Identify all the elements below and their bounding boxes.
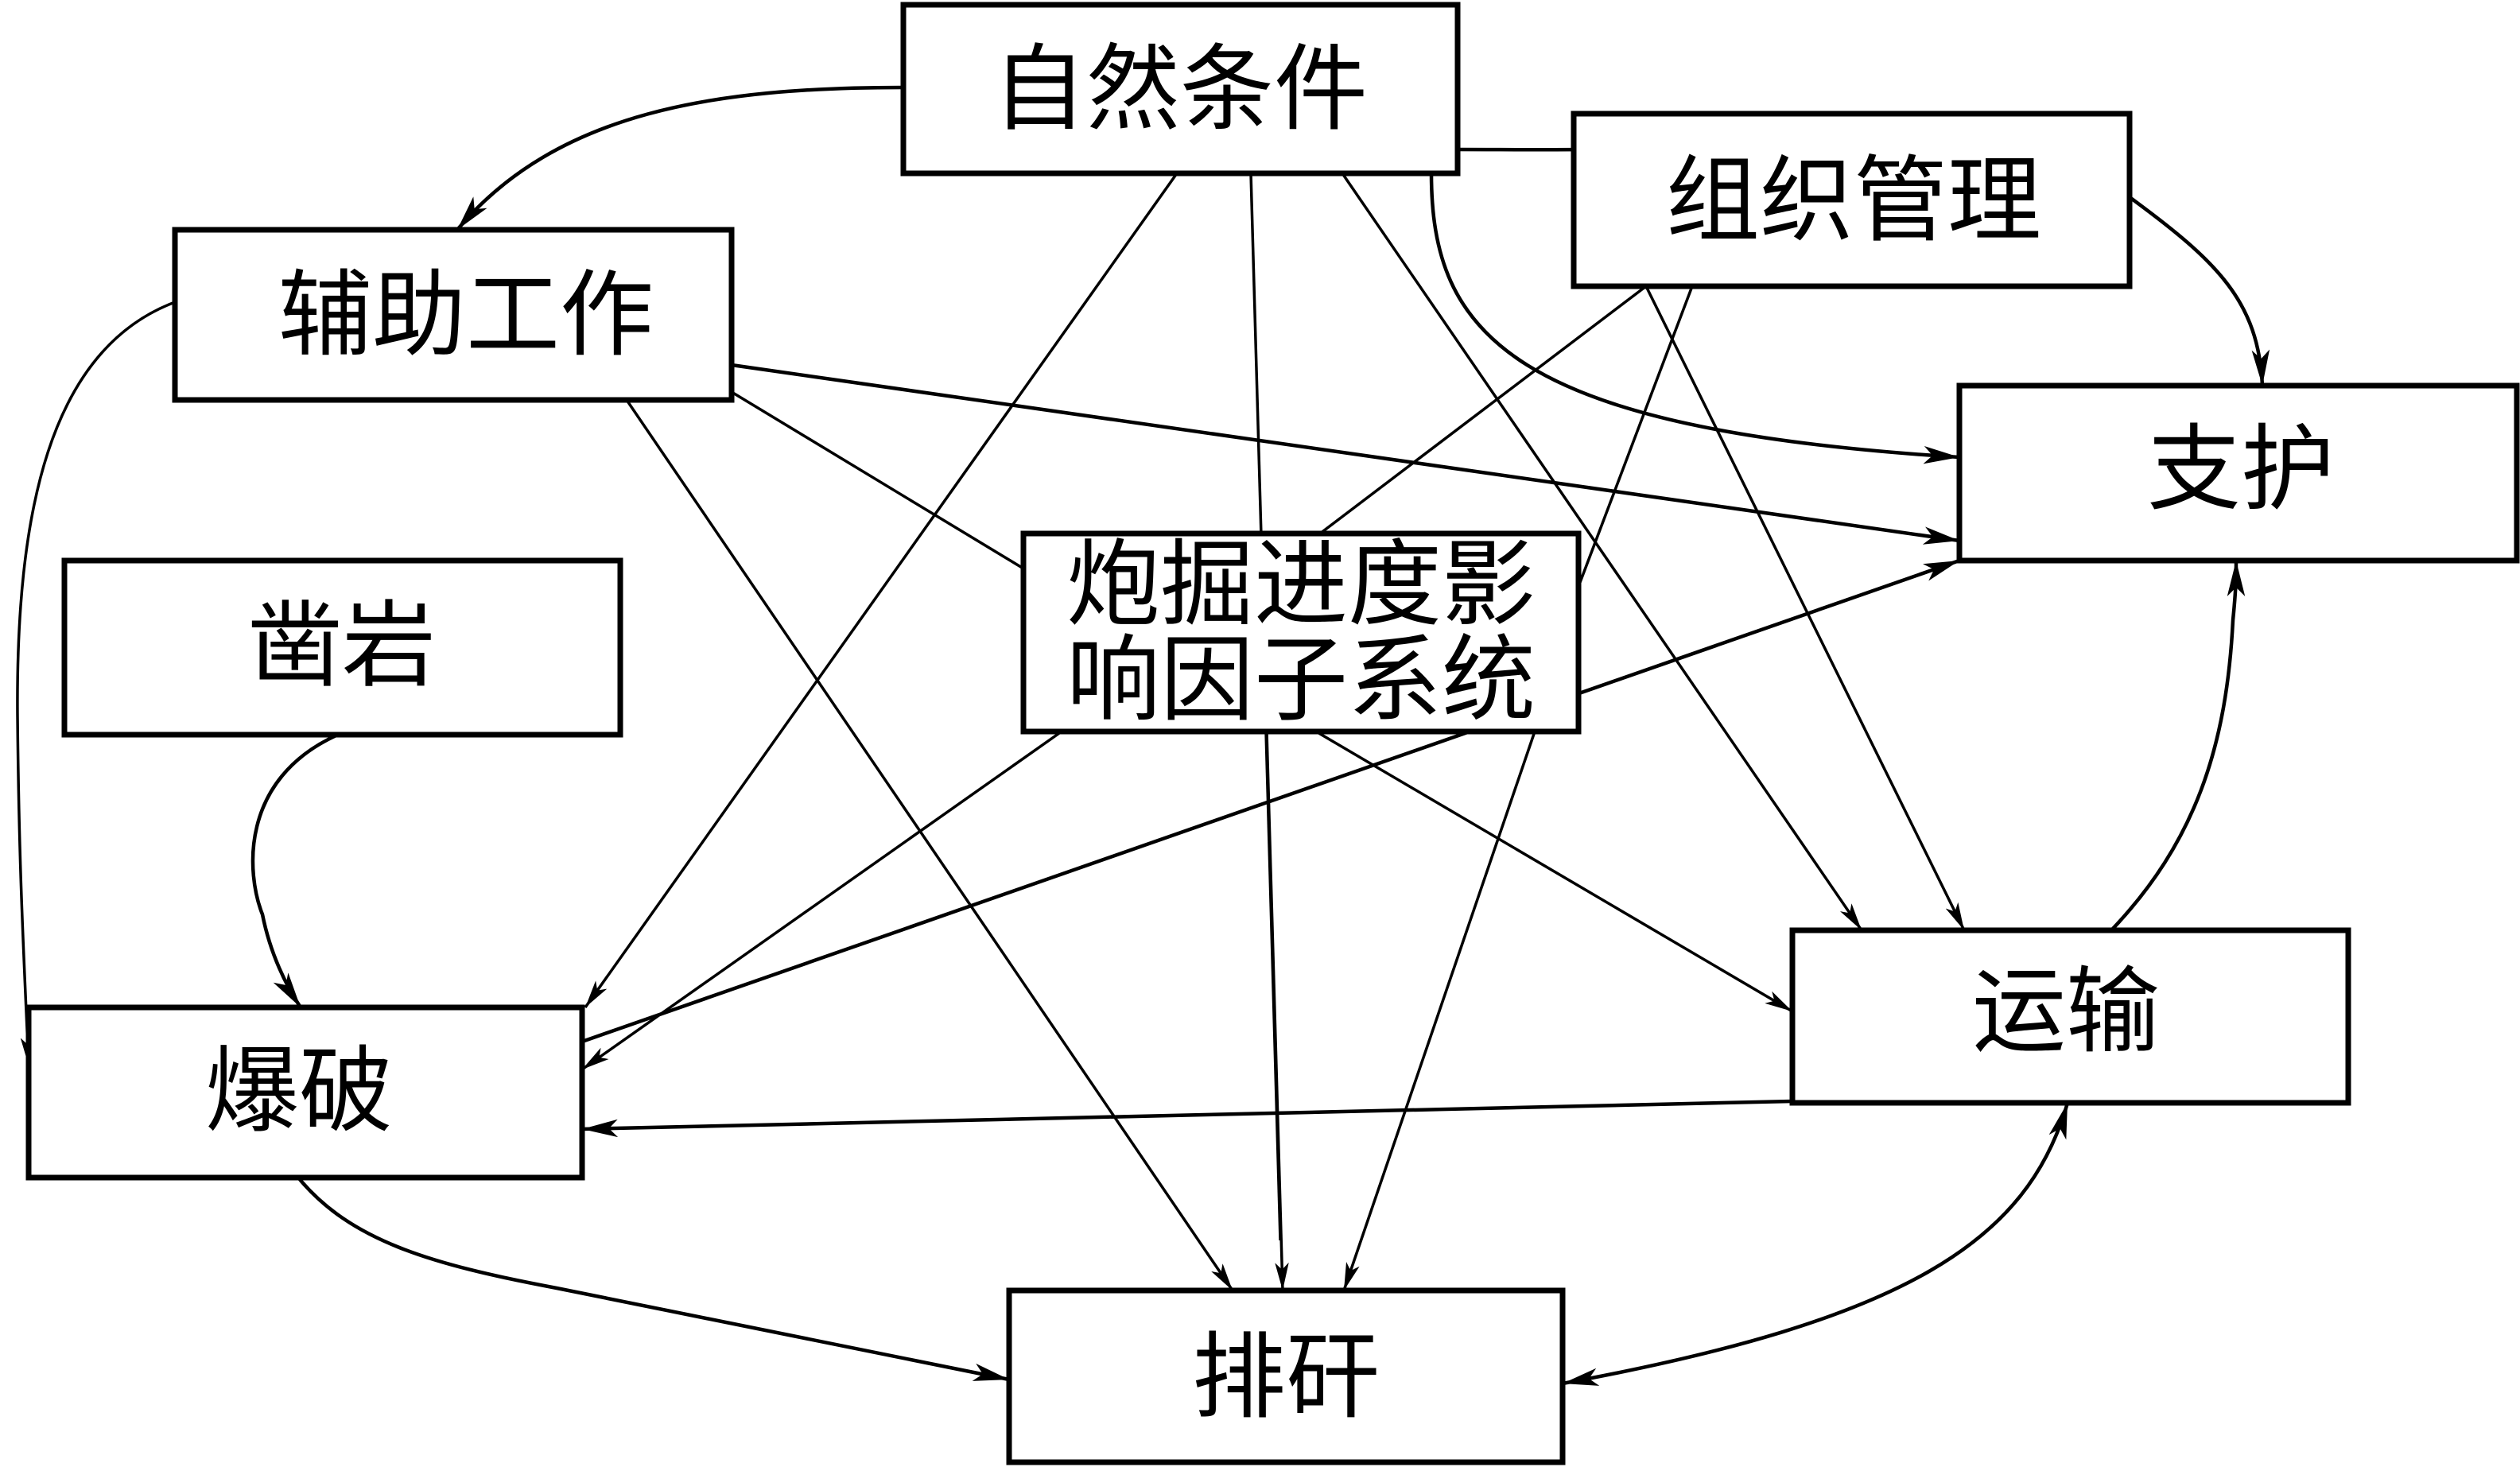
edge-transport-to-blasting: [581, 1099, 1793, 1138]
node-box: [1789, 927, 2351, 1106]
node-box: [61, 557, 623, 738]
node-auxiliary-work: 辅助工作: [172, 227, 735, 403]
edge-transport-muck-bidirectional: [1562, 1102, 2070, 1386]
edge-natural-to-transport: [1341, 173, 1863, 931]
node-organization-management: 组织管理: [1571, 111, 2133, 289]
edge-drilling-to-blasting: [250, 732, 339, 1009]
edge-org-to-support: [2128, 196, 2270, 386]
edge-center-to-transport: [1315, 730, 1793, 1013]
edge-aux-to-muck: [625, 399, 1234, 1291]
edges: [16, 85, 2270, 1386]
node-label: 排矸: [1192, 1322, 1380, 1432]
node-box: [900, 2, 1461, 177]
node-label-line2: 响因子系统: [1066, 625, 1536, 735]
node-label: 运输: [1972, 957, 2160, 1066]
edge-natural-to-aux: [456, 85, 904, 231]
node-box: [1020, 530, 1582, 735]
node-box: [25, 1004, 585, 1181]
node-muck-removal: 排矸: [1006, 1287, 1566, 1465]
node-label-line1: 炮掘进度影: [1066, 530, 1536, 639]
edge-aux-center: [731, 390, 1024, 570]
node-natural-conditions: 自然条件: [900, 2, 1461, 177]
node-label: 支护: [2147, 414, 2335, 524]
edge-center-to-muck-right: [1342, 731, 1536, 1291]
node-blasting: 爆破: [25, 1004, 585, 1181]
node-box: [172, 227, 735, 403]
edge-org-to-transport: [1644, 285, 1966, 931]
edge-natural-to-support: [1429, 173, 1960, 464]
edge-org-center: [1318, 285, 1648, 535]
edge-center-to-muck: [1264, 731, 1282, 1241]
node-excavation-progress-factor-system: 炮掘进度影 响因子系统: [1020, 530, 1582, 735]
node-transport: 运输: [1789, 927, 2351, 1106]
node-label: 自然条件: [992, 34, 1368, 144]
node-box: [1006, 1287, 1566, 1465]
edge-natural-to-blasting: [584, 172, 1178, 1009]
edge-blasting-to-muck: [297, 1176, 1010, 1382]
edge-blasting-to-support: [581, 558, 1960, 1044]
node-label: 爆破: [205, 1036, 393, 1146]
node-label: 辅助工作: [278, 260, 654, 370]
node-label: 组织管理: [1666, 146, 2041, 255]
edge-aux-to-blasting: [16, 301, 176, 1066]
node-label: 凿岩: [248, 591, 436, 701]
node-support: 支护: [1956, 382, 2520, 564]
edge-transport-to-support: [2110, 560, 2246, 932]
node-rock-drilling: 凿岩: [61, 557, 623, 738]
edge-org-to-muck: [1578, 285, 1694, 585]
edge-aux-to-support: [731, 363, 1960, 545]
node-box: [1956, 382, 2520, 564]
node-box: [1571, 111, 2133, 289]
